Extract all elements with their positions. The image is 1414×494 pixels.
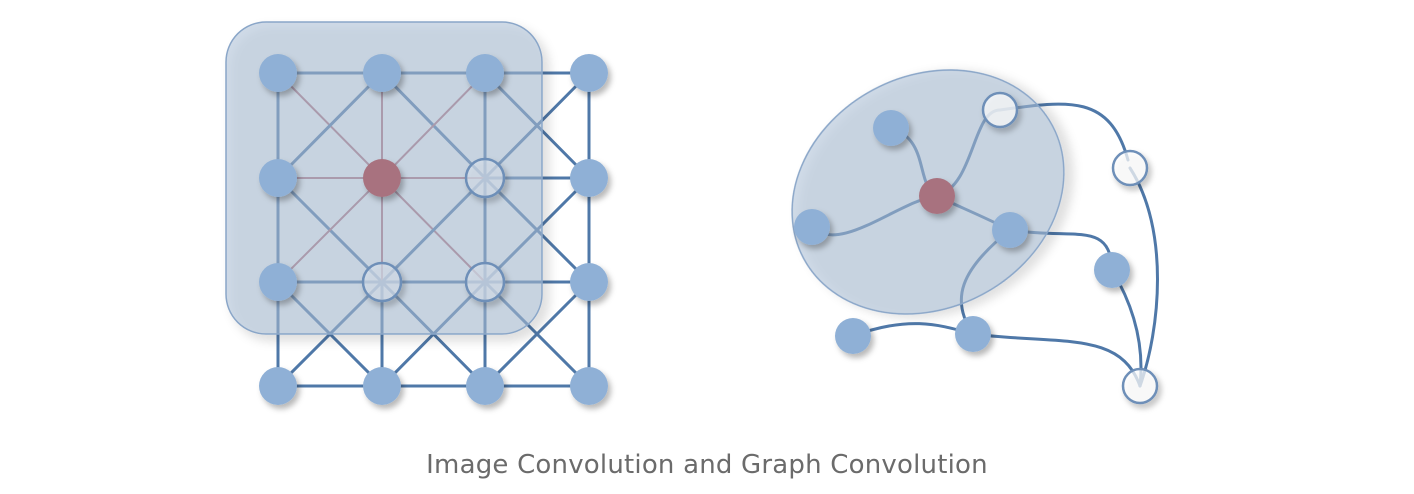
grid-hollow-node [464,157,506,199]
graph-node [794,209,830,245]
graph-convolution-panel [791,69,1159,405]
graph-node [955,316,991,352]
grid-node [466,367,504,405]
graph-edge [851,322,975,338]
image-convolution-panel [225,21,608,405]
graph-edge [1128,166,1159,388]
grid-node [570,263,608,301]
grid-node [570,367,608,405]
grid-hollow-node [464,261,506,303]
graph-hollow-node [1111,149,1149,187]
graph-center-node [919,178,955,214]
grid-node [363,54,401,92]
grid-node [570,159,608,197]
grid-node [259,54,297,92]
grid-node [259,159,297,197]
grid-node [466,54,504,92]
graph-nodes [794,91,1159,405]
graph-node [992,212,1028,248]
grid-hollow-node [361,261,403,303]
grid-edge [483,280,591,388]
grid-node [570,54,608,92]
grid-node [259,263,297,301]
grid-node [259,367,297,405]
figure-caption: Image Convolution and Graph Convolution [426,450,988,480]
grid-nodes [259,54,608,405]
graph-node [835,318,871,354]
graph-node [873,110,909,146]
graph-hollow-node [1121,367,1159,405]
graph-node [1094,252,1130,288]
grid-node [363,367,401,405]
grid-center-node [363,159,401,197]
graph-edge [971,332,1142,388]
graph-hollow-node [981,91,1019,129]
